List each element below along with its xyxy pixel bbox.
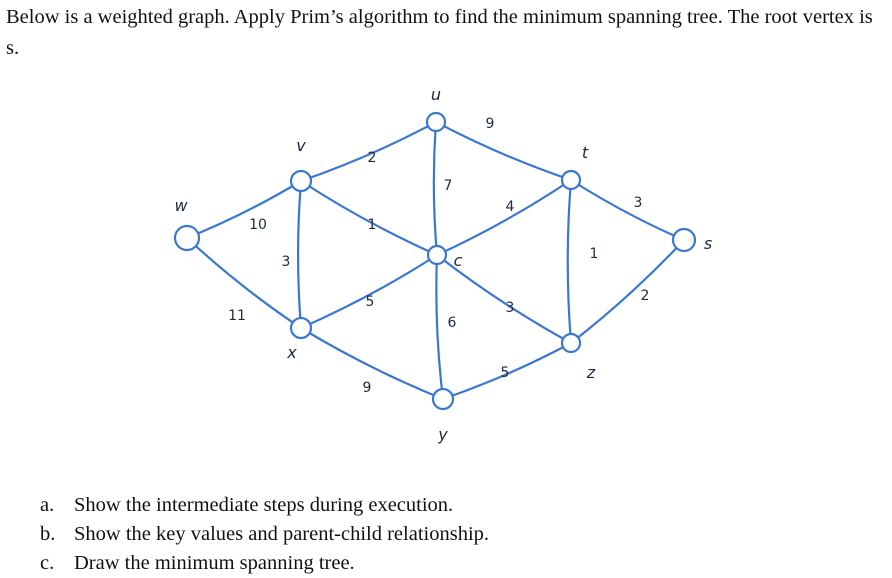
edge-c-z [435,253,573,345]
task-text: Show the key values and parent-child rel… [74,523,490,545]
edge-u-c [432,120,439,257]
edge-weight-w-x: 11 [228,308,246,324]
edge-weight-w-v: 10 [249,217,267,233]
edge-t-s [569,178,686,242]
task-text: Draw the minimum spanning tree. [74,552,355,574]
question-intro: Below is a weighted graph. Apply Prim’s … [6,6,873,59]
vertex-label-v: v [296,136,306,155]
vertex-v [289,169,313,193]
vertex-label-u: u [431,85,441,104]
edge-weight-c-y: 6 [448,315,457,331]
vertex-label-z: z [586,363,596,382]
vertex-u [425,111,447,133]
task-text: Show the intermediate steps during execu… [74,494,454,516]
task-item: a. Show the intermediate steps during ex… [40,491,489,520]
edge-y-z [441,341,573,401]
edge-z-s [569,238,686,345]
vertex-w [173,224,201,252]
edge-weight-u-c: 7 [444,178,453,194]
vertex-s [671,227,697,253]
edge-weight-u-t: 9 [486,116,495,132]
vertex-x [289,316,313,340]
edge-c-y [435,253,445,401]
edge-w-x [185,236,303,330]
edge-weight-t-s: 3 [634,195,643,211]
task-marker: b. [40,523,56,545]
edge-w-v [185,179,303,240]
vertex-z [560,332,582,354]
edge-v-x [296,179,303,330]
edge-weight-v-u: 2 [368,150,377,166]
vertex-label-x: x [286,343,297,362]
vertex-label-t: t [582,143,589,162]
edge-x-y [299,326,445,401]
edge-u-t [434,120,573,182]
edge-weight-x-y: 9 [363,380,372,396]
task-list: a. Show the intermediate steps during ex… [40,491,489,578]
edge-v-u [299,120,438,183]
vertex-c [426,244,448,266]
vertex-t [560,169,582,191]
vertex-label-s: s [704,234,712,253]
vertex-y [431,387,455,411]
task-marker: a. [40,494,55,516]
task-item: b. Show the key values and parent-child … [40,520,489,549]
edge-weight-c-t: 4 [506,199,515,215]
edge-weight-x-c: 5 [366,294,375,310]
task-item: c. Draw the minimum spanning tree. [40,549,489,578]
edge-t-z [566,178,573,345]
edge-weight-z-s: 2 [641,288,650,304]
edge-weight-v-c: 1 [368,217,377,233]
edge-weight-y-z: 5 [501,365,510,381]
vertex-label-y: y [437,425,448,444]
edge-v-c [299,179,439,257]
task-marker: c. [40,552,55,574]
edge-c-t [435,178,573,257]
edge-x-c [299,253,439,330]
edge-weight-c-z: 3 [506,300,515,316]
edge-weight-t-z: 1 [590,246,599,262]
edge-weight-v-x: 3 [282,254,291,270]
vertex-label-w: w [174,196,188,215]
vertex-label-c: c [454,251,463,270]
